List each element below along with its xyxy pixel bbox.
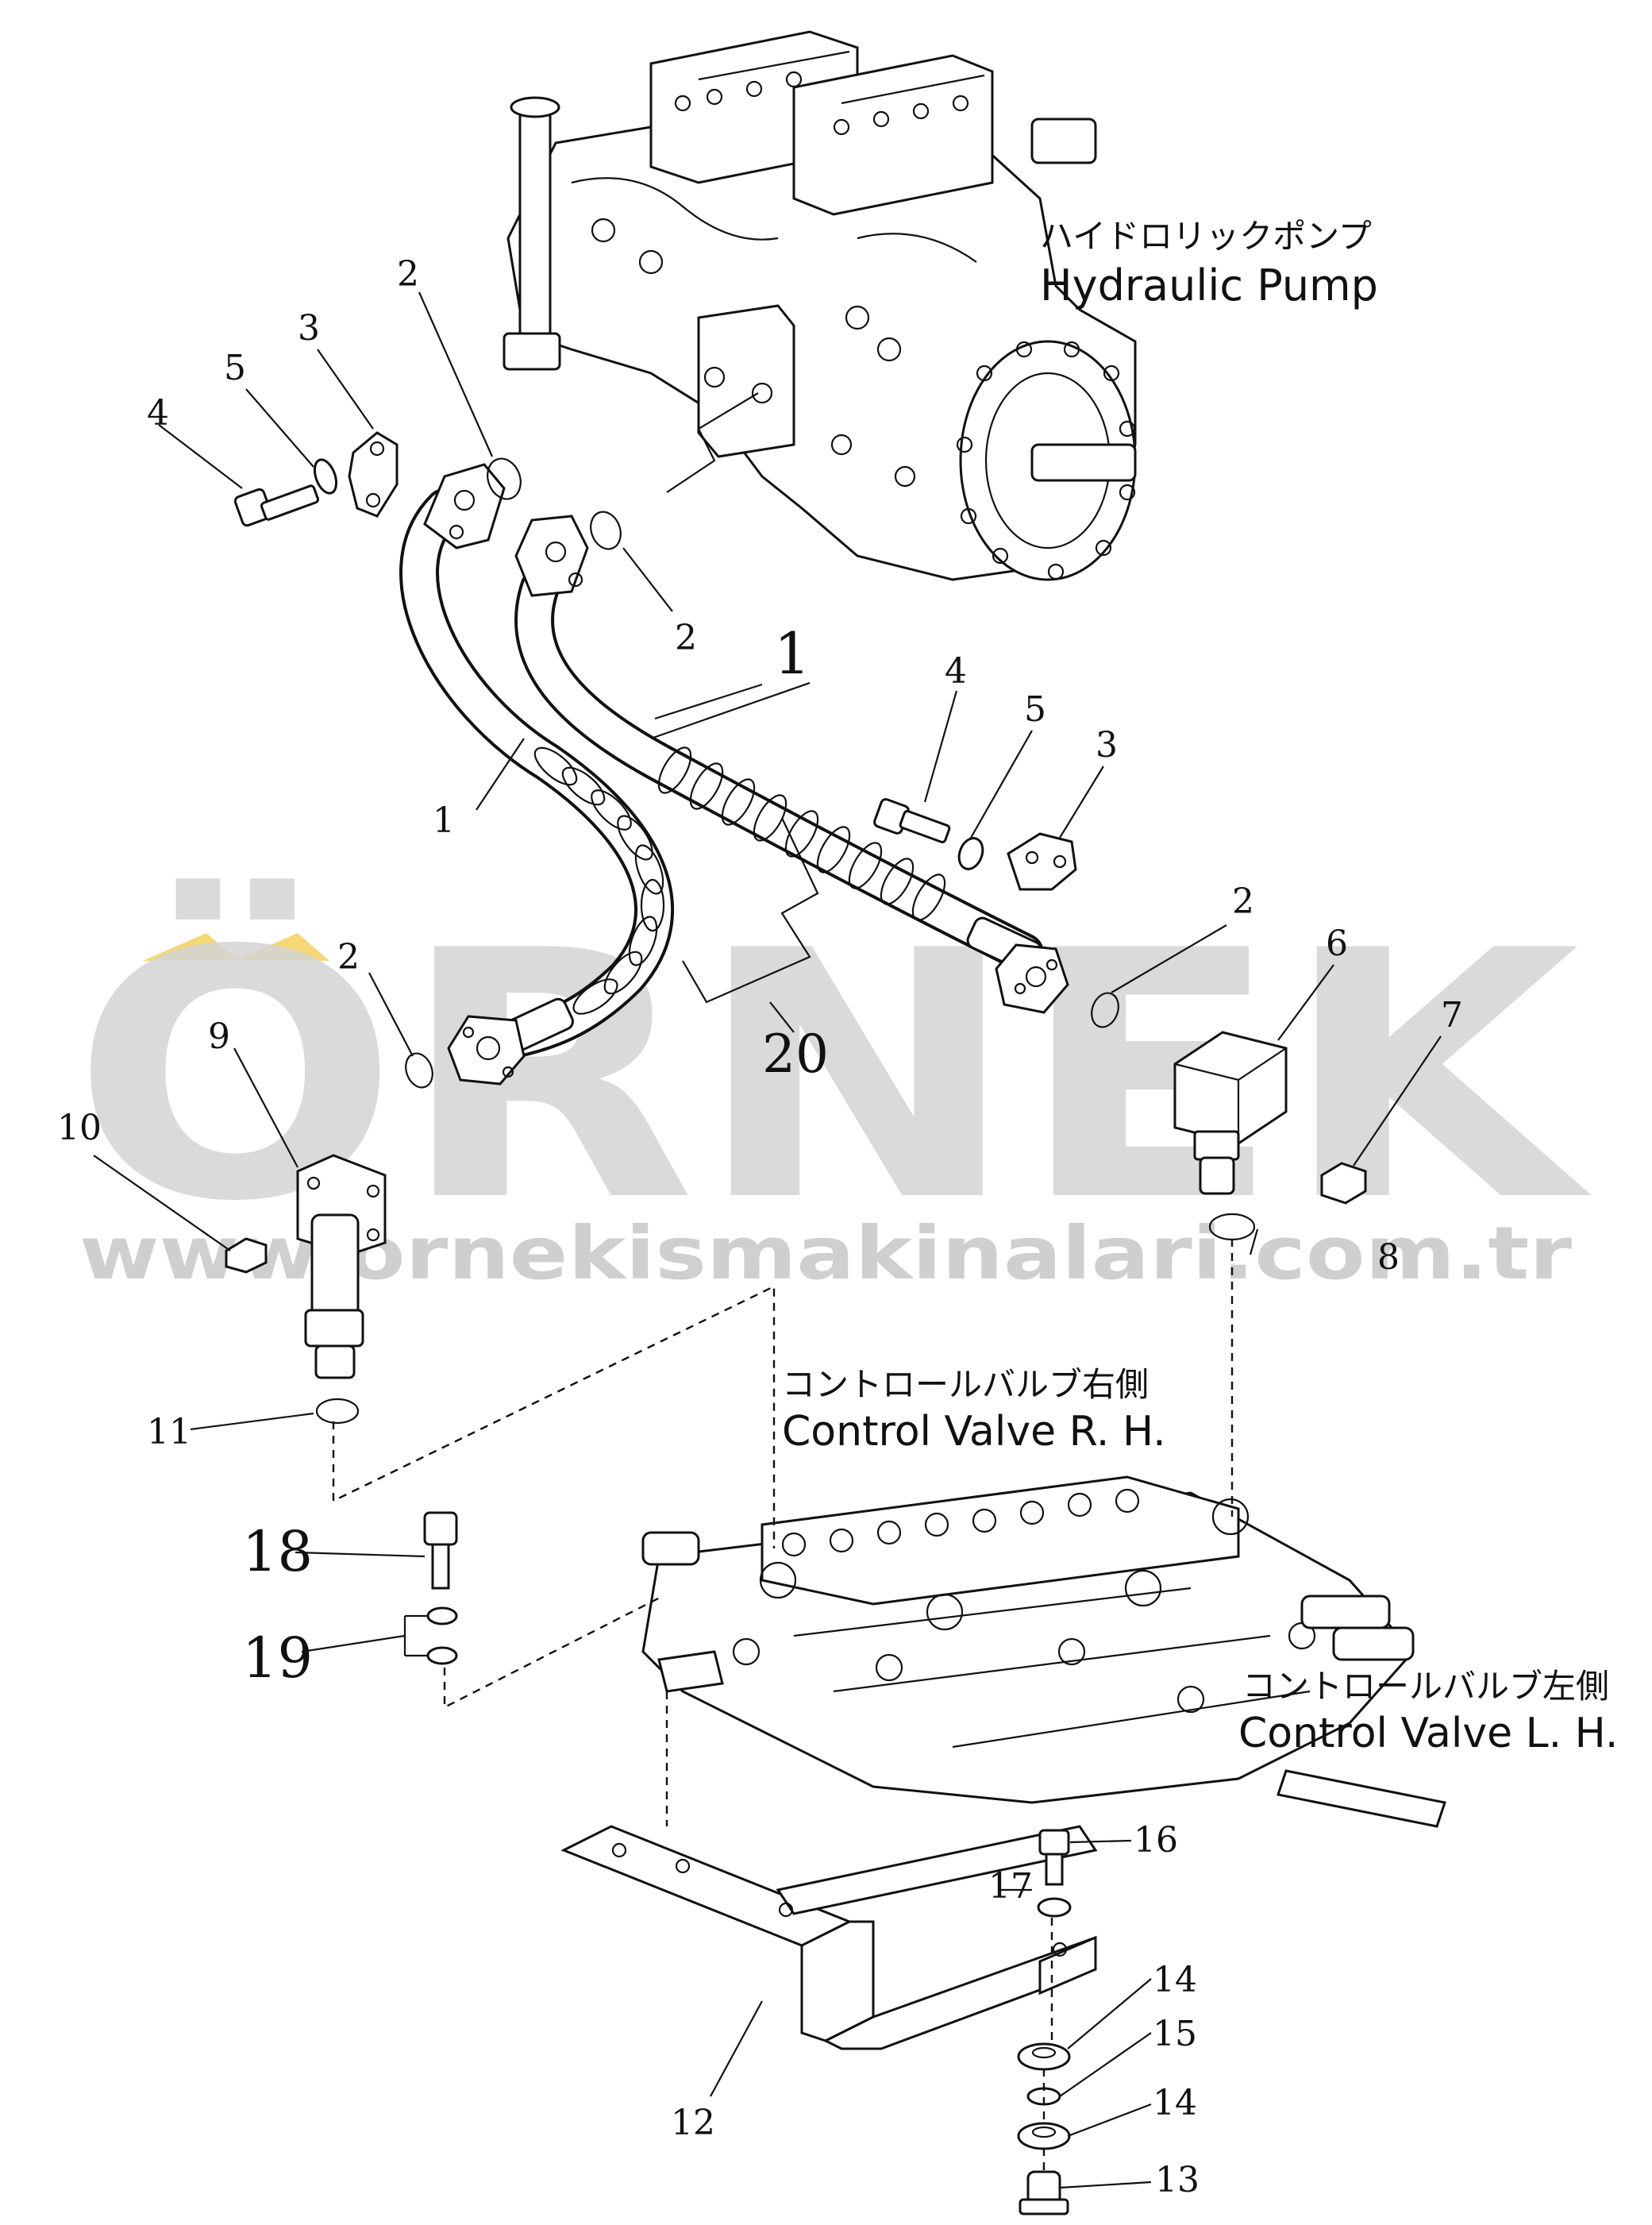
callout-bolt-b: 4	[945, 651, 967, 692]
spiral-guard-b	[657, 746, 946, 921]
callout-bolt-16: 16	[1134, 1820, 1178, 1861]
callout-mount-bolt: 13	[1155, 2160, 1200, 2200]
hydraulic-pump	[503, 30, 1137, 581]
callout-bolt-18: 18	[242, 1519, 313, 1584]
callout-hose-lower: 1	[433, 800, 455, 841]
callout-oring-d: 2	[337, 937, 360, 978]
pump-caption-jp: ハイドロリックポンプ	[1040, 217, 1372, 256]
captions: ハイドロリックポンプ Hydraulic Pump コントロールバルブ右側 Co…	[782, 217, 1618, 1757]
elbow-left	[225, 1154, 387, 1425]
pump-caption-en: Hydraulic Pump	[1040, 260, 1378, 310]
control-valve	[641, 1475, 1446, 1828]
callout-bracket: 12	[671, 2103, 715, 2143]
cv-rh-caption-jp: コントロールバルブ右側	[782, 1365, 1149, 1404]
spiral-guard-a	[533, 746, 665, 1015]
mount-bracket	[560, 1825, 1098, 2215]
callout-washer-b: 5	[1024, 689, 1046, 730]
watermark-accent-left	[143, 933, 238, 961]
callout-collar: 15	[1153, 2014, 1197, 2054]
callout-hose-set: 20	[762, 1024, 829, 1085]
callout-hose-upper: 1	[774, 620, 811, 687]
watermark-accent-right	[234, 933, 329, 961]
callout-clamp-b: 3	[1096, 725, 1118, 765]
bolt-18-set	[423, 1511, 458, 1665]
callout-bolt-a: 4	[147, 393, 169, 434]
callout-oring-c: 2	[1232, 881, 1254, 922]
elbow-right	[1173, 1031, 1367, 1241]
clamp-set-right	[405, 798, 1119, 1089]
callout-plug-left: 10	[57, 1108, 102, 1148]
callout-elbow-right: 6	[1326, 924, 1348, 964]
hose-assembly	[399, 463, 1069, 1086]
callout-washer-19: 19	[242, 1625, 313, 1691]
callout-plug-right: 7	[1441, 995, 1463, 1035]
callout-cushion-a: 14	[1153, 1960, 1197, 2000]
callout-cushion-b: 14	[1153, 2083, 1197, 2123]
callout-oring-b: 2	[675, 618, 697, 658]
clamp-set-upper	[233, 431, 622, 550]
cv-lh-caption-en: Control Valve L. H.	[1238, 1710, 1618, 1757]
cv-lh-caption-jp: コントロールバルブ左側	[1242, 1667, 1609, 1706]
callout-washer-17: 17	[988, 1866, 1033, 1907]
callout-oring-left: 11	[147, 1412, 191, 1452]
callouts: 1 1 2 2 2 2 3 3 4 4 5 5 6 7 8 9 10 11 12…	[57, 254, 1463, 2200]
callout-oring-right: 8	[1377, 1237, 1400, 1278]
callout-oring-a: 2	[397, 254, 419, 295]
callout-elbow-left: 9	[208, 1016, 230, 1057]
callout-washer-a: 5	[224, 348, 246, 388]
leader-lines	[93, 291, 1442, 2189]
callout-clamp-a: 3	[298, 308, 320, 349]
cv-rh-caption-en: Control Valve R. H.	[782, 1408, 1166, 1456]
